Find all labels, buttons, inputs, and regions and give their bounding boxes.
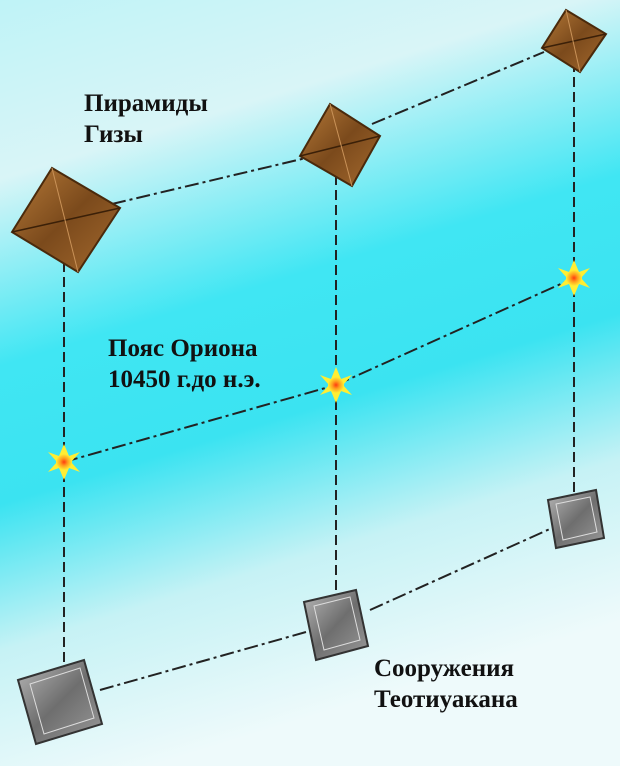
teo-line-1: [99, 631, 307, 691]
orion-line-1: [63, 384, 337, 463]
teotihuacan-structures-label: Сооружения Теотиуакана: [374, 655, 518, 713]
stone-structure-icon: [16, 658, 104, 746]
stone-structure-icon: [302, 588, 370, 662]
giza-pyramids-label: Пирамиды Гизы: [84, 90, 208, 148]
stone-structure-icon: [546, 488, 606, 550]
teo-line-2: [369, 527, 553, 611]
star-icon: [320, 367, 352, 403]
star-icon: [558, 260, 590, 296]
orion-line-2: [335, 277, 575, 386]
pyramid-top-view-icon: [10, 166, 122, 274]
pyramid-top-view-icon: [540, 8, 608, 74]
alignment-lines: [63, 51, 575, 691]
giza-line-1: [111, 157, 307, 205]
orion-belt-label: Пояс Ориона 10450 г.до н.э.: [108, 335, 261, 393]
pyramid-top-view-icon: [298, 102, 382, 188]
giza-line-2: [371, 51, 545, 125]
star-icon: [48, 444, 80, 480]
